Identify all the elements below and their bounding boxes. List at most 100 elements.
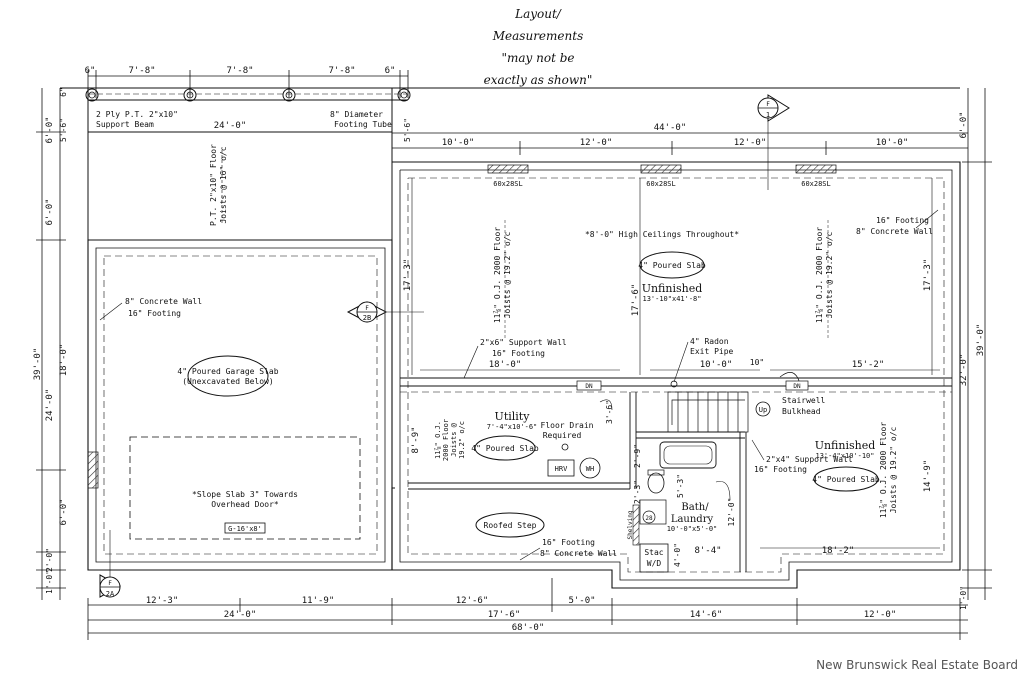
interior-vertical-dims <box>411 178 933 375</box>
slope-line-1: *Slope Slab 3" Towards <box>192 490 298 499</box>
dim-12-0-bot: 12'-0" <box>864 610 897 620</box>
deck-outline <box>60 87 960 241</box>
utility-door-swing <box>599 399 613 411</box>
joists-c-2: 2000 Floor <box>442 419 450 461</box>
dim-10-b: 10'-0" <box>876 138 909 148</box>
joists-c-4: 19.2" o/c <box>458 421 466 459</box>
slab-top-label: 4" Poured Slab <box>638 261 706 270</box>
dim-10-0: 10'-0" <box>700 360 733 370</box>
left-dim-lines <box>36 88 66 600</box>
support-wall-1: 2"x6" Support Wall <box>480 338 567 347</box>
section-2b-number: 2B <box>363 314 371 322</box>
dim-39-r: 39'-0" <box>976 324 986 357</box>
overhead-door-tag <box>224 522 266 534</box>
dim-14-6: 14'-6" <box>690 610 723 620</box>
dim-3-6: 3'-6" <box>605 400 614 424</box>
joists-d-2: Joists @ 19.2" o/c <box>889 426 898 513</box>
main-dim-lines <box>392 132 968 155</box>
dim-5-6-l: 5'-6" <box>59 118 68 142</box>
note-line-4: exactly as shown" <box>484 73 593 87</box>
dim-18-l: 18'-0" <box>59 344 69 377</box>
watermark: New Brunswick Real Estate Board <box>816 658 1018 672</box>
joists-d-1: 11⅞" O.J. 2000 Floor <box>879 422 888 519</box>
joists-a-1: 11⅞" O.J. 2000 Floor <box>493 227 502 324</box>
support-wall <box>400 377 952 393</box>
joists-c-3: Joists @ <box>450 422 458 457</box>
window-label-1: 60x28SL <box>493 180 523 188</box>
hrv-label: HRV <box>555 465 568 473</box>
section-marker-2b: F 2B <box>346 301 424 323</box>
section-marker-1: F 1 <box>757 94 790 190</box>
dim-top-7-8-c: 7'-8" <box>328 66 355 76</box>
dim-5-6-g: 5'-6" <box>403 118 412 142</box>
note-line-3: "may not be <box>501 51 574 65</box>
water-heater-label: WH <box>586 465 594 473</box>
section-2b-letter: F <box>365 305 369 312</box>
footing-right-2: 8" Concrete Wall <box>856 227 933 236</box>
dim-12-a: 12'-0" <box>580 138 613 148</box>
unfinished-br-title: Unfinished <box>815 439 876 452</box>
stair-1: Stairwell <box>782 396 826 405</box>
dim-8-4: 8'-4" <box>694 546 721 556</box>
ceiling-note: *8'-0" High Ceilings Throughout* <box>585 230 739 239</box>
section-marker-2a: F 2A <box>99 530 122 598</box>
joists-b-2: Joists @ 19.2" o/c <box>825 231 834 318</box>
wall-left-1: 8" Concrete Wall <box>125 297 202 306</box>
support-beam <box>85 87 411 102</box>
slope-slab-area <box>129 436 361 540</box>
dim-12-0-v: 12'-0" <box>727 498 736 527</box>
dim-11-9: 11'-9" <box>302 596 335 606</box>
stairs <box>667 391 749 433</box>
tube-label-1: 8" Diameter <box>330 110 383 119</box>
slab-bubble-utility <box>474 435 536 461</box>
sink <box>642 510 656 524</box>
dim-4-0: 4'-0" <box>673 543 682 567</box>
dim-24-bot: 24'-0" <box>224 610 257 620</box>
bath-walls <box>636 431 747 572</box>
shelving <box>632 504 640 546</box>
beam-dimension-chain <box>87 70 409 98</box>
dim-5-0: 5'-0" <box>568 596 595 606</box>
section-1-number: 1 <box>766 111 770 119</box>
note-line-2: Measurements <box>492 29 583 43</box>
beam-label-1: 2 Ply P.T. 2"x10" <box>96 110 178 119</box>
joists-a-2: Joists @ 19.2" o/c <box>503 231 512 318</box>
support-wall2-2: 16" Footing <box>754 465 807 474</box>
garage-slab-line-2: (Unexcavated Below) <box>182 377 274 386</box>
bathtub <box>659 441 717 469</box>
dim-24-top: 24'-0" <box>214 121 247 131</box>
joists-c-1: 11⅞" O.J. <box>434 421 442 459</box>
dim-6-l3: 6'-0" <box>59 498 69 525</box>
dim-6-l2: 6'-0" <box>45 198 55 225</box>
slab-br-label: 4" Poured Slab <box>812 475 880 484</box>
laundry-title: Laundry <box>671 514 714 525</box>
footing-b-2: 8" Concrete Wall <box>540 549 617 558</box>
joists-b-1: 11⅞" O.J. 2000 Floor <box>815 227 824 324</box>
section-2a-number: 2A <box>106 590 115 598</box>
radon-pipe <box>670 380 678 388</box>
bath-door-swing <box>715 481 731 501</box>
dim-17-6: 17'-6" <box>631 284 641 317</box>
dim-24-l: 24'-0" <box>45 389 55 422</box>
tube-label-2: Footing Tube <box>334 120 392 129</box>
toilet <box>647 472 665 494</box>
dim-10-in: 10" <box>750 358 764 367</box>
slope-line-2: Overhead Door* <box>211 500 279 509</box>
dim-10-a: 10'-0" <box>442 138 475 148</box>
dn-tag-1 <box>576 380 602 391</box>
support-wall2-1: 2"x4" Support Wall <box>766 455 853 464</box>
window-label-2: 60x28SL <box>646 180 676 188</box>
stack-washer-dryer <box>639 543 669 573</box>
dim-32-r: 32'-0" <box>959 354 969 387</box>
section-1-letter: F <box>766 101 770 108</box>
bathtub-inner <box>663 445 713 465</box>
dim-39-l: 39'-0" <box>33 348 43 381</box>
utility-title: Utility <box>495 410 531 423</box>
wd-label: W/D <box>647 559 662 568</box>
beam-label-2: Support Beam <box>96 120 154 129</box>
radon-2: Exit Pipe <box>690 347 734 356</box>
bath-title: Bath/ <box>681 502 709 513</box>
garage-slab-line-1: 4" Poured Garage Slab <box>177 367 278 376</box>
layout-note: Layout/ Measurements "may not be exactly… <box>484 7 593 87</box>
